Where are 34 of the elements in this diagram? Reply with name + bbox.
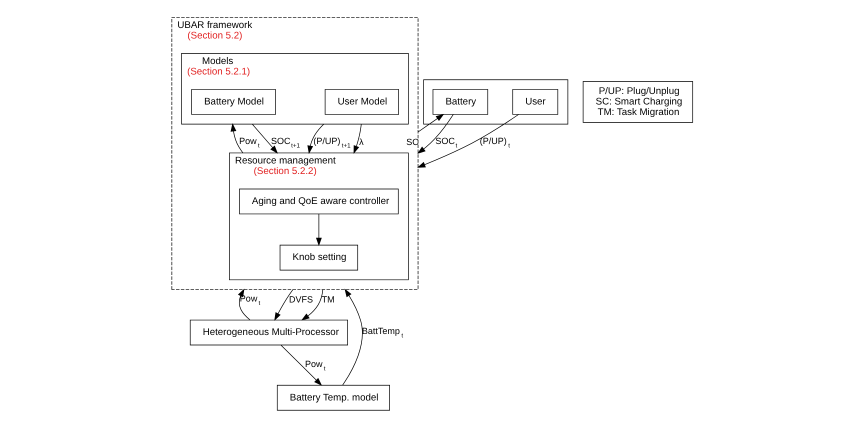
arrow [416, 114, 454, 154]
edge-label: BattTemp$_{t}$ [361, 326, 403, 340]
arrow [315, 213, 322, 246]
arrow [353, 123, 362, 154]
node-box: Aging and QoE aware controller [238, 188, 398, 214]
arrow [300, 288, 323, 320]
edge-label: SC [406, 136, 418, 146]
node-box: User Model [324, 88, 398, 114]
arrow [306, 123, 324, 154]
arrow [417, 113, 444, 132]
cluster [422, 78, 568, 124]
arrow [280, 344, 322, 386]
edge-label: DVFS [288, 294, 313, 304]
node-box: Knob setting [279, 244, 358, 270]
edge-label: λ [358, 136, 364, 146]
arrow [251, 123, 278, 154]
edge-label: SOC$_{t}$ [434, 136, 457, 150]
edge-label: Pow$_{t}$ [238, 136, 260, 150]
edge-label: TM [321, 294, 334, 304]
node-box: Battery Model [190, 88, 276, 114]
edge-label: SOC$_{t+1}$ [270, 136, 300, 150]
edge-label: (P/UP)$_{t}$ [479, 136, 510, 150]
arrow [416, 114, 518, 168]
edge-label: Pow$_{t}$ [304, 358, 325, 372]
edge-label: Pow$_{t}$ [239, 293, 260, 307]
node-box: P/UP: Plug/Unplug SC: Smart Charging TM: Task Migration [582, 80, 693, 122]
node-box: Heterogeneous Multi-Processor [189, 319, 348, 345]
arrow [342, 288, 362, 385]
arrow [230, 122, 243, 153]
edge-label: (P/UP)$_{t+1}$ [312, 136, 350, 150]
node-box: User [512, 88, 558, 114]
node-box: Battery Temp. model [276, 384, 390, 410]
node-box: Battery [432, 88, 488, 114]
arrow [274, 288, 293, 320]
